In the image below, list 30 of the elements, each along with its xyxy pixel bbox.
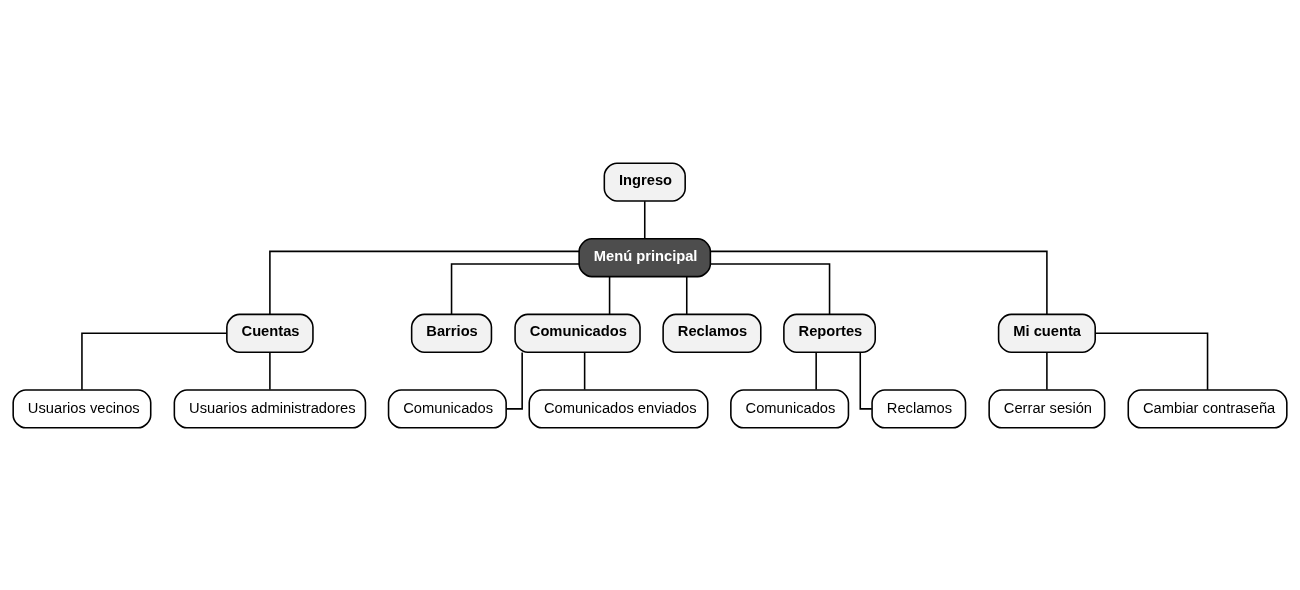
node-box: Mi cuenta (997, 313, 1096, 353)
node-box: Comunicados (730, 388, 850, 429)
node-box: Usuarios administradores (173, 388, 367, 429)
node-box: Cuentas (226, 313, 314, 353)
connector (608, 275, 611, 315)
connector (450, 262, 580, 315)
node-box: Usuarios vecinos (12, 388, 152, 429)
connector (583, 351, 586, 390)
node-box: Comunicados (514, 313, 641, 353)
connector (81, 332, 228, 391)
node-box: Barrios (410, 313, 493, 353)
connector (709, 262, 831, 315)
connector (1046, 351, 1048, 390)
connector (1094, 332, 1209, 391)
node-box: Comunicados (387, 388, 507, 429)
node-box: Cerrar sesión (988, 388, 1106, 429)
connector (815, 351, 817, 390)
node-box: Reclamos (871, 388, 967, 429)
node-box: Menú principal (578, 237, 712, 277)
connector (859, 351, 873, 410)
connector (709, 250, 1048, 315)
node-box: Ingreso (603, 161, 686, 202)
node-box: Reportes (783, 313, 876, 353)
connector (269, 250, 580, 315)
connector (269, 351, 271, 390)
connector (685, 275, 688, 315)
node-box: Comunicados enviados (528, 388, 709, 429)
connector (643, 199, 646, 239)
node-box: Cambiar contraseña (1127, 388, 1288, 429)
node-box: Reclamos (662, 313, 762, 353)
